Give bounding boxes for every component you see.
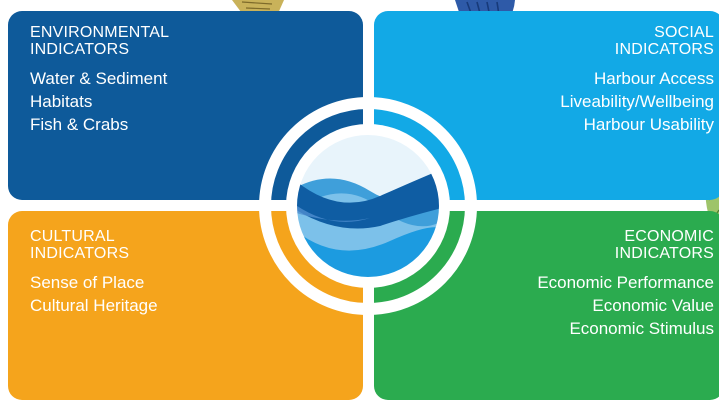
economic-item-performance: Economic Performance: [537, 273, 714, 292]
economic-heading-line2: INDICATORS: [614, 245, 714, 262]
economic-items: Economic Performance Economic Value Econ…: [374, 271, 714, 340]
social-heading-line1: SOCIAL: [654, 24, 714, 41]
cultural-heading-line1: CULTURAL: [30, 228, 115, 245]
water-waves-emblem-icon: [259, 97, 477, 315]
economic-item-stimulus: Economic Stimulus: [569, 319, 714, 338]
environmental-heading: ENVIRONMENTAL INDICATORS: [30, 24, 363, 58]
environmental-items: Water & Sediment Habitats Fish & Crabs: [30, 67, 363, 136]
social-item-harbour-access: Harbour Access: [594, 69, 714, 88]
environmental-heading-line1: ENVIRONMENTAL: [30, 24, 170, 41]
social-items: Harbour Access Liveability/Wellbeing Har…: [374, 67, 714, 136]
cultural-items: Sense of Place Cultural Heritage: [30, 271, 363, 317]
cultural-item-sense-of-place: Sense of Place: [30, 273, 145, 292]
economic-heading-line1: ECONOMIC: [624, 228, 714, 245]
economic-item-value: Economic Value: [592, 296, 714, 315]
social-item-harbour-usability: Harbour Usability: [583, 115, 714, 134]
social-heading: SOCIAL INDICATORS: [374, 24, 714, 58]
social-heading-line2: INDICATORS: [614, 41, 714, 58]
environmental-item-fish-crabs: Fish & Crabs: [30, 115, 129, 134]
environmental-item-water-sediment: Water & Sediment: [30, 69, 168, 88]
environmental-heading-line2: INDICATORS: [30, 41, 130, 58]
cultural-item-cultural-heritage: Cultural Heritage: [30, 296, 158, 315]
environmental-item-habitats: Habitats: [30, 92, 93, 111]
cultural-heading: CULTURAL INDICATORS: [30, 228, 363, 262]
social-item-liveability-wellbeing: Liveability/Wellbeing: [560, 92, 714, 111]
economic-heading: ECONOMIC INDICATORS: [374, 228, 714, 262]
cultural-heading-line2: INDICATORS: [30, 245, 130, 262]
